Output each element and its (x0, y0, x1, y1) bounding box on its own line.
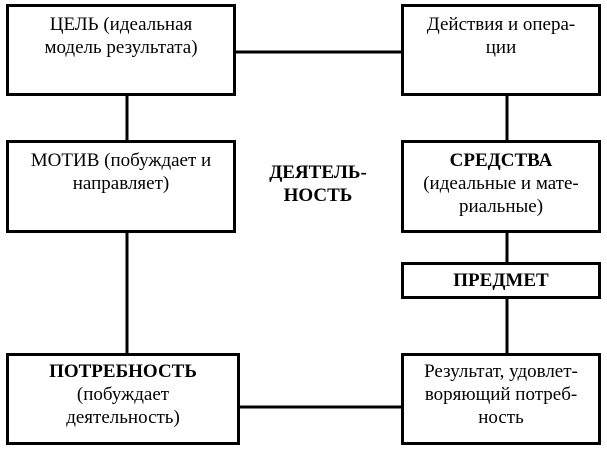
need-line3: деятельность) (66, 407, 180, 428)
goal-box: ЦЕЛЬ (идеальная модель результата) (6, 4, 236, 96)
activity-line1: ДЕЯТЕЛЬ- (269, 162, 367, 183)
need-line2: (побуждает (76, 384, 170, 405)
need-box: ПОТРЕБНОСТЬ (побуждает деятельность) (6, 353, 240, 445)
actions-box: Действия и опера- ции (401, 4, 601, 96)
means-line3: риальные) (458, 196, 544, 217)
subject-box: ПРЕДМЕТ (401, 262, 601, 299)
activity-line2: НОСТЬ (283, 185, 353, 206)
activity-label: ДЕЯТЕЛЬ- НОСТЬ (252, 161, 384, 207)
motive-box: МОТИВ (побуждает и направляет) (6, 140, 236, 233)
means-box: СРЕДСТВА (идеальные и мате- риальные) (401, 140, 601, 233)
means-line2: (идеальные и мате- (423, 173, 579, 194)
need-line1: ПОТРЕБНОСТЬ (49, 361, 197, 382)
goal-line1: ЦЕЛЬ (идеальная (49, 14, 193, 35)
actions-line2: ции (485, 37, 517, 58)
result-box: Результат, удовлет- воряющий потреб- нос… (401, 353, 601, 445)
goal-line2: модель результата) (44, 37, 198, 58)
actions-line1: Действия и опера- (426, 14, 576, 35)
result-line3: ность (478, 407, 524, 428)
subject-line1: ПРЕДМЕТ (453, 270, 549, 291)
means-line1: СРЕДСТВА (449, 150, 553, 171)
motive-line2: направляет) (72, 173, 170, 194)
motive-line1: МОТИВ (побуждает и (30, 150, 212, 171)
result-line2: воряющий потреб- (424, 384, 578, 405)
result-line1: Результат, удовлет- (424, 361, 578, 382)
